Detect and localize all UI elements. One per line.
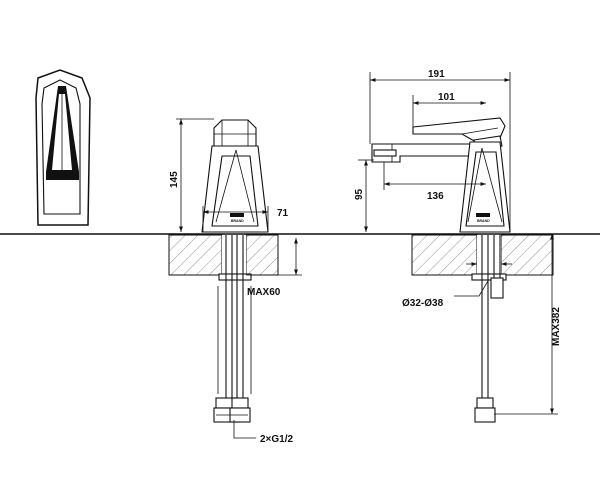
side-counter-section-left xyxy=(411,234,478,276)
front-view-faucet: BRAND xyxy=(201,119,269,233)
side-view-faucet: BRAND xyxy=(371,117,511,233)
dim-spout-height-label: 95 xyxy=(354,188,365,200)
dim-handle-depth-label: 101 xyxy=(438,92,455,103)
dim-hole-diameter: Ø32-Ø38 xyxy=(402,262,512,309)
side-counter-section-right xyxy=(500,234,554,276)
dim-spout-reach: 136 xyxy=(383,162,486,202)
top-view-faucet: BRAND xyxy=(35,69,91,226)
front-counter-section-left xyxy=(168,234,223,276)
dim-front-base-width-label: 71 xyxy=(277,208,289,219)
dim-hole-diameter-label: Ø32-Ø38 xyxy=(402,298,444,309)
dim-spout-reach-label: 136 xyxy=(427,191,444,202)
front-view-logo: BRAND xyxy=(231,219,244,223)
dim-max-counter: MAX60 xyxy=(246,238,302,298)
dim-max-hose-label: MAX382 xyxy=(551,307,562,346)
side-hoses xyxy=(471,235,507,423)
dim-front-height-label: 145 xyxy=(169,171,180,188)
dim-total-depth: 191 xyxy=(369,69,511,232)
dim-front-base-width: 71 xyxy=(202,206,289,232)
dim-hoses-label: 2×G1/2 xyxy=(260,434,294,445)
dim-hoses: 2×G1/2 xyxy=(233,420,294,445)
front-hoses xyxy=(213,235,252,423)
dim-total-depth-label: 191 xyxy=(428,69,445,80)
dim-spout-height: 95 xyxy=(354,159,374,232)
dim-front-height: 145 xyxy=(169,118,214,232)
side-view-logo: BRAND xyxy=(477,219,490,223)
front-counter-section-right xyxy=(245,234,279,276)
top-view-logo: BRAND xyxy=(53,174,66,178)
dim-max-hose: MAX382 xyxy=(494,233,562,415)
dim-max-counter-label: MAX60 xyxy=(247,287,281,298)
dim-handle-depth: 101 xyxy=(412,92,486,127)
